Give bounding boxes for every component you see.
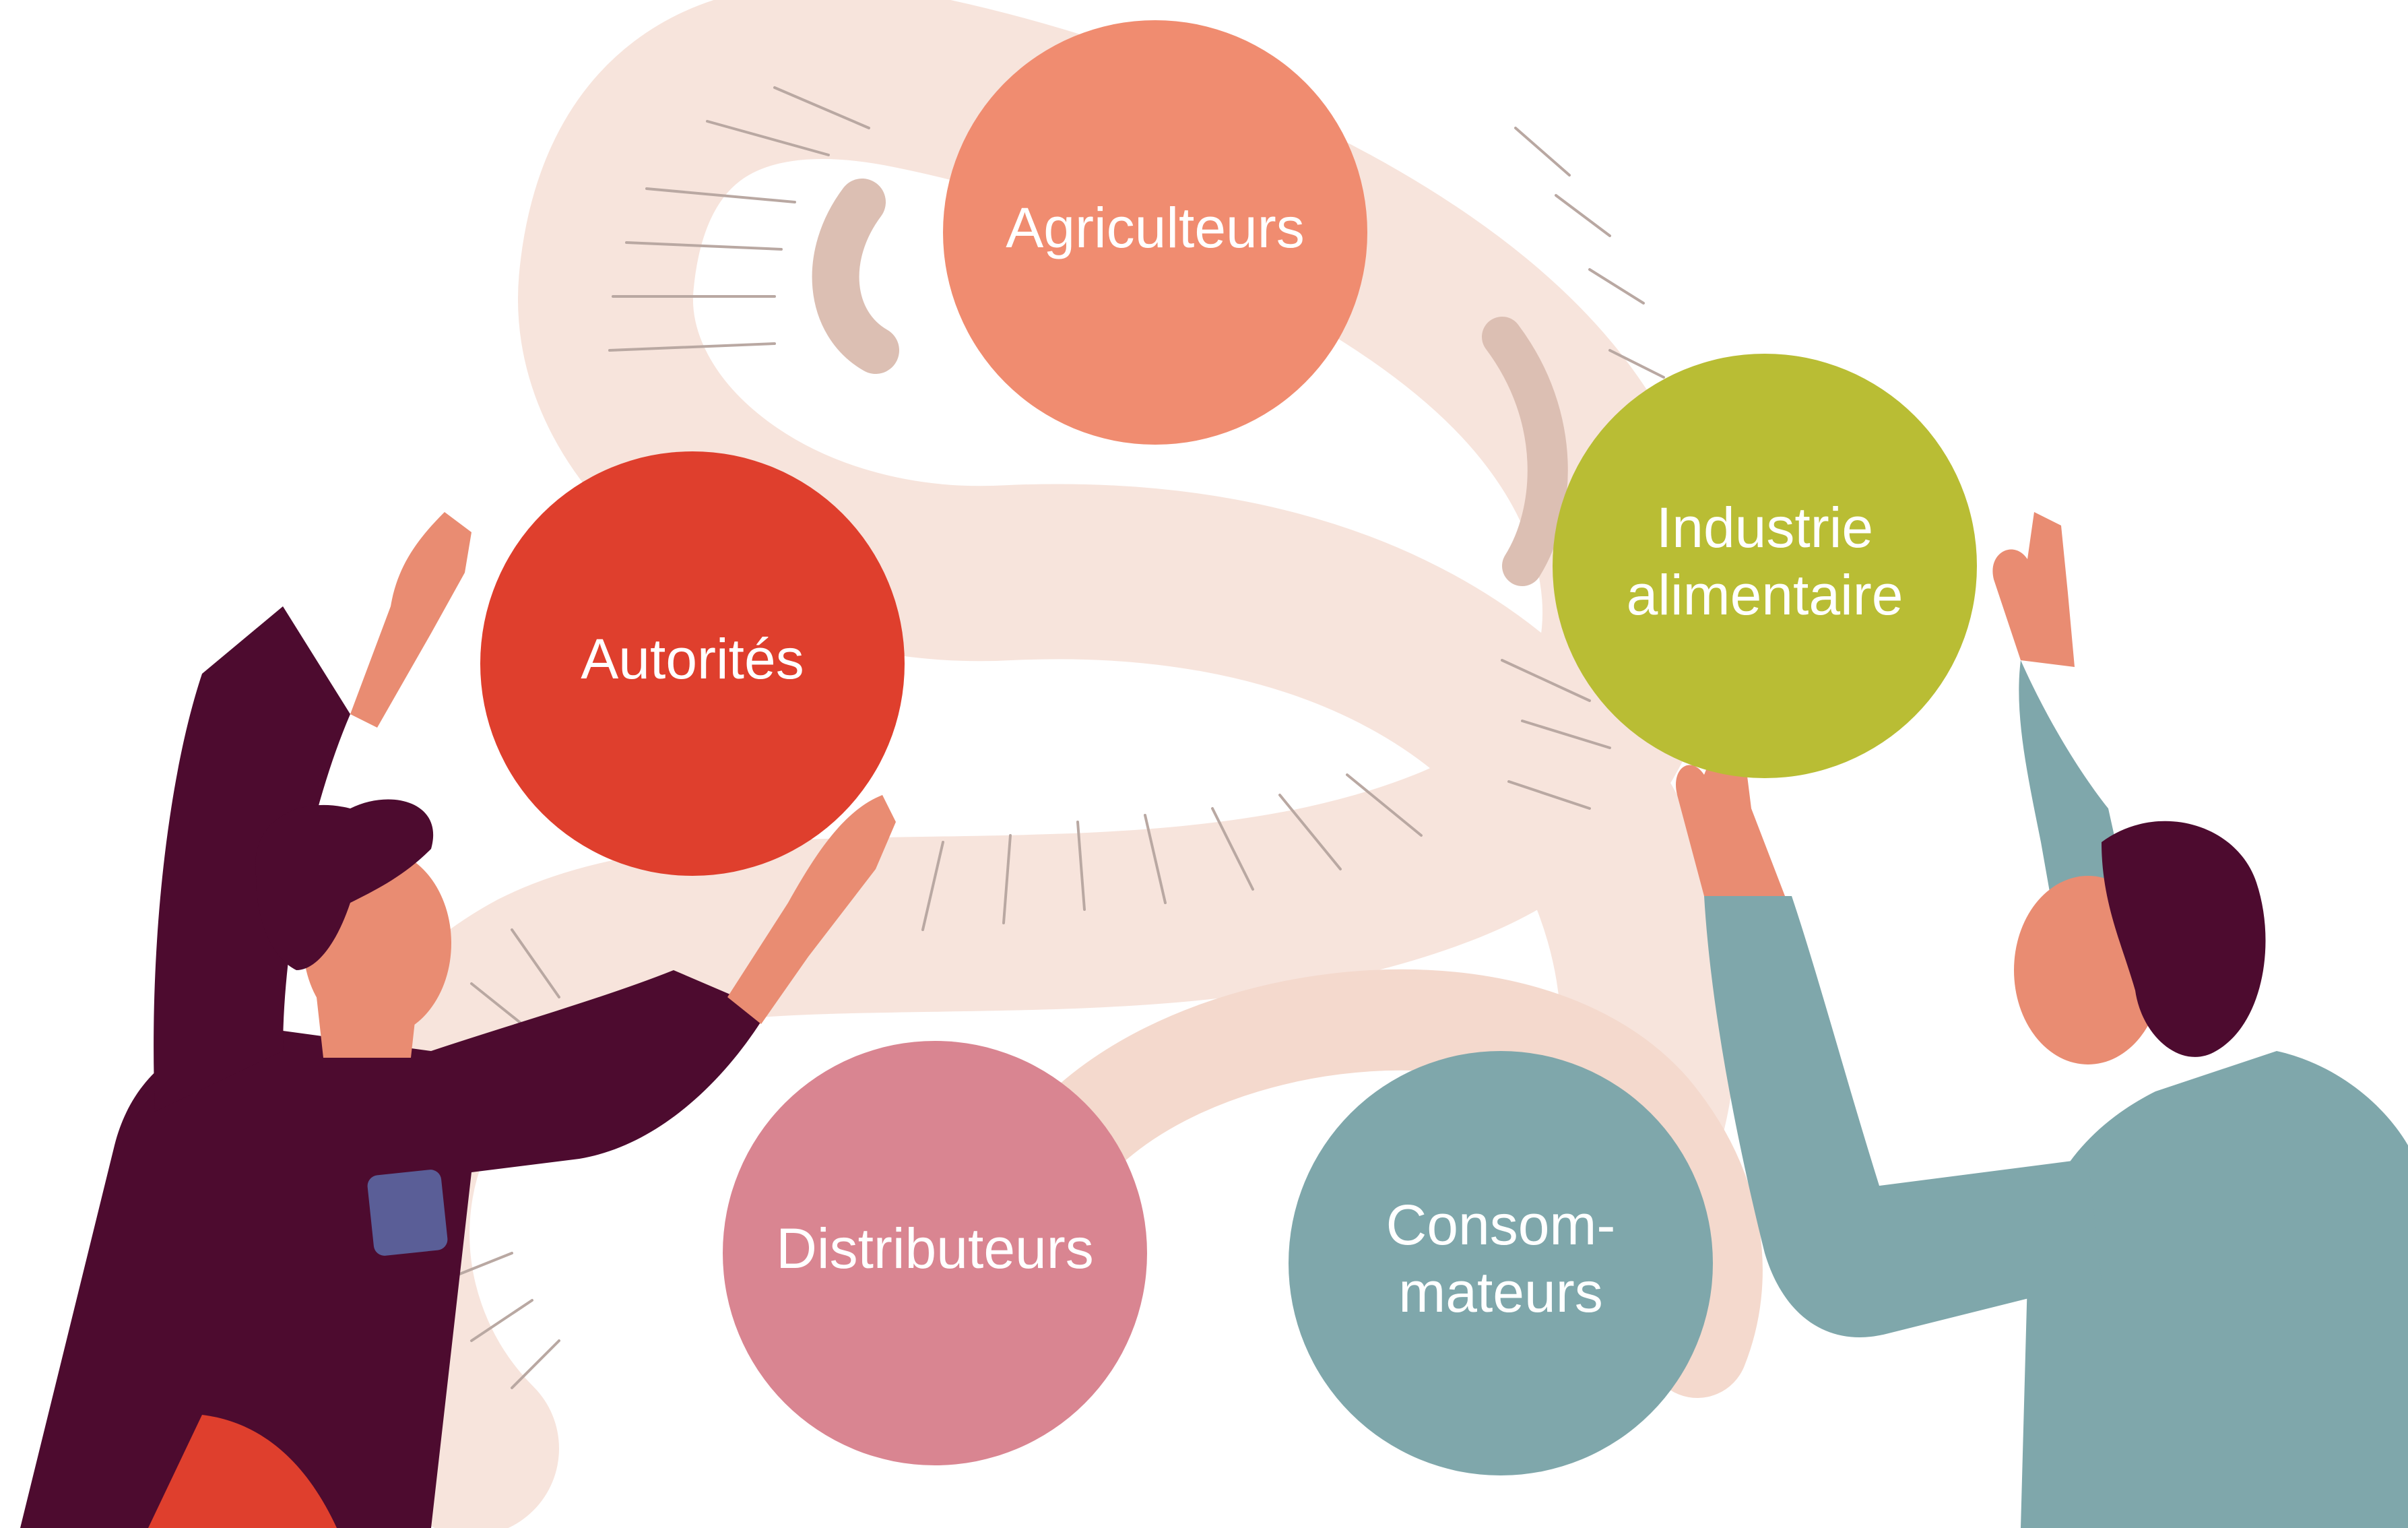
ribbon-shadow: [812, 179, 899, 374]
node-consommateurs-circle: [1289, 1051, 1713, 1475]
person-left-hand-right: [727, 795, 896, 1024]
person-right-hand-left: [1676, 741, 1785, 896]
node-label-line: Autorités: [581, 627, 804, 691]
node-agriculteurs-label: Agriculteurs: [1006, 196, 1305, 259]
person-left-neck: [317, 997, 418, 1058]
person-right-hand-up: [1992, 512, 2075, 667]
node-distributeurs-label: Distributeurs: [776, 1217, 1093, 1280]
node-autorites: Autorités: [480, 451, 905, 876]
node-consommateurs: Consom-mateurs: [1289, 1051, 1713, 1475]
person-left-illustration: [20, 512, 896, 1528]
node-label-line: Distributeurs: [776, 1217, 1093, 1280]
node-consommateurs-label: Consom-mateurs: [1386, 1193, 1616, 1324]
node-autorites-label: Autorités: [581, 627, 804, 691]
node-label-line: Consom-: [1386, 1193, 1616, 1256]
person-left-pocket: [367, 1170, 448, 1256]
ribbon-shadow-right: [1482, 317, 1568, 586]
person-left-pants: [148, 1415, 337, 1528]
node-distributeurs-circle: [723, 1041, 1147, 1465]
node-agriculteurs-circle: [943, 20, 1367, 445]
ribbon-stripes: [443, 86, 1665, 1389]
person-right-illustration: [1676, 512, 2408, 1528]
node-label-line: Industrie: [1656, 496, 1873, 559]
person-right-shirt: [2021, 1051, 2408, 1528]
person-right-arm-left: [1704, 896, 2102, 1337]
node-label-line: Agriculteurs: [1006, 196, 1305, 259]
person-left-arm-up: [154, 606, 350, 1112]
node-industrie-circle: [1553, 354, 1977, 778]
person-left-hair: [255, 799, 434, 970]
node-agriculteurs: Agriculteurs: [943, 20, 1367, 445]
node-distributeurs: Distributeurs: [723, 1041, 1147, 1465]
node-autorites-circle: [480, 451, 905, 876]
node-label-line: alimentaire: [1627, 563, 1903, 627]
person-left-hand-up: [350, 512, 471, 728]
person-right-hair: [2102, 821, 2266, 1057]
node-label-line: mateurs: [1398, 1261, 1602, 1324]
